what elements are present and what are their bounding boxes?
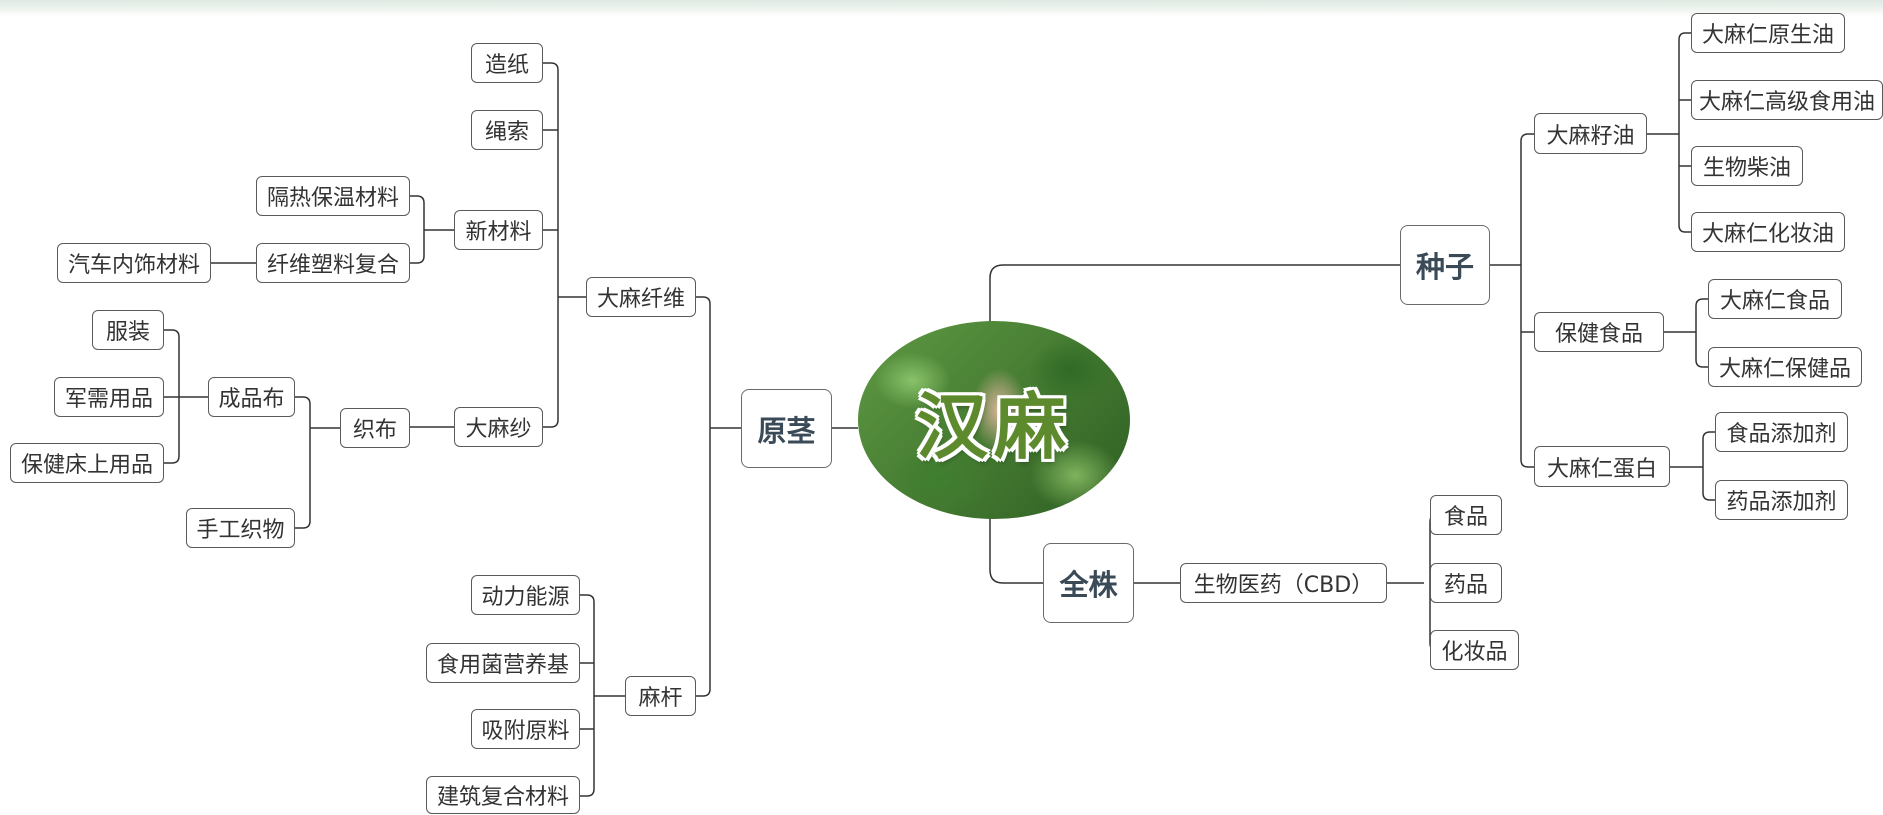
- node-hemp-fiber[interactable]: 大麻纤维: [586, 277, 696, 317]
- link-stalk-mid: [580, 662, 594, 730]
- node-drug-additive[interactable]: 药品添加剂: [1715, 480, 1848, 520]
- node-seed-oil-raw[interactable]: 大麻仁原生油: [1691, 13, 1845, 53]
- link-oil-mid: [1679, 99, 1691, 167]
- link-weaving-vertical: [295, 396, 311, 529]
- node-biomedicine-cbd[interactable]: 生物医药（CBD）: [1180, 563, 1387, 603]
- node-fiber-plastic-composite[interactable]: 纤维塑料复合: [256, 243, 410, 283]
- node-clothing[interactable]: 服装: [92, 310, 164, 350]
- node-hemp-yarn[interactable]: 大麻纱: [454, 407, 543, 447]
- node-weaving[interactable]: 织布: [340, 408, 410, 448]
- link-fiber-mid: [543, 129, 558, 231]
- node-power-energy[interactable]: 动力能源: [471, 575, 580, 615]
- node-food-additive[interactable]: 食品添加剂: [1715, 412, 1848, 452]
- node-health-food[interactable]: 保健食品: [1534, 312, 1664, 352]
- node-new-material[interactable]: 新材料: [454, 210, 543, 250]
- link-stalk-vertical: [580, 594, 595, 797]
- link-health-vertical: [1695, 298, 1708, 368]
- top-decorative-band: [0, 0, 1883, 16]
- branch-seeds[interactable]: 种子: [1400, 225, 1490, 305]
- center-title: 汉麻: [915, 384, 1072, 469]
- node-building-composite[interactable]: 建筑复合材料: [426, 776, 580, 814]
- node-military-supplies[interactable]: 军需用品: [54, 377, 164, 417]
- node-medicine[interactable]: 药品: [1430, 563, 1502, 603]
- node-food[interactable]: 食品: [1430, 495, 1502, 535]
- node-seed-protein[interactable]: 大麻仁蛋白: [1534, 446, 1670, 487]
- node-hemp-stalk[interactable]: 麻杆: [625, 676, 696, 716]
- node-mushroom-substrate[interactable]: 食用菌营养基: [426, 643, 580, 683]
- node-seed-food[interactable]: 大麻仁食品: [1708, 279, 1842, 319]
- node-hemp-seed-oil[interactable]: 大麻籽油: [1534, 113, 1647, 154]
- node-biodiesel[interactable]: 生物柴油: [1691, 146, 1803, 186]
- branch-whole-plant[interactable]: 全株: [1043, 543, 1134, 623]
- link-oil-vertical: [1678, 32, 1691, 233]
- node-handmade-fabric[interactable]: 手工织物: [186, 508, 295, 548]
- node-seed-oil-cosmetic[interactable]: 大麻仁化妆油: [1691, 212, 1845, 252]
- node-finished-cloth[interactable]: 成品布: [208, 377, 295, 417]
- link-center-whole: [989, 518, 1043, 584]
- center-image: 汉麻: [858, 321, 1130, 519]
- node-seed-health-product[interactable]: 大麻仁保健品: [1708, 347, 1862, 387]
- link-fiber-vertical: [543, 62, 559, 428]
- node-rope[interactable]: 绳索: [471, 110, 543, 150]
- node-papermaking[interactable]: 造纸: [471, 43, 543, 83]
- link-center-seeds: [989, 264, 1400, 325]
- link-stem-vertical: [696, 296, 711, 697]
- node-seed-oil-edible[interactable]: 大麻仁高级食用油: [1691, 80, 1883, 120]
- node-cosmetics[interactable]: 化妆品: [1430, 630, 1519, 670]
- branch-stem[interactable]: 原茎: [741, 389, 832, 468]
- node-health-bedding[interactable]: 保健床上用品: [10, 443, 164, 483]
- node-auto-interior-material[interactable]: 汽车内饰材料: [57, 243, 211, 283]
- node-insulation-material[interactable]: 隔热保温材料: [256, 176, 410, 216]
- node-adsorption-material[interactable]: 吸附原料: [471, 709, 580, 749]
- link-seeds-vertical: [1520, 133, 1534, 468]
- link-protein-vertical: [1702, 431, 1715, 501]
- link-newmat-vertical: [410, 195, 425, 264]
